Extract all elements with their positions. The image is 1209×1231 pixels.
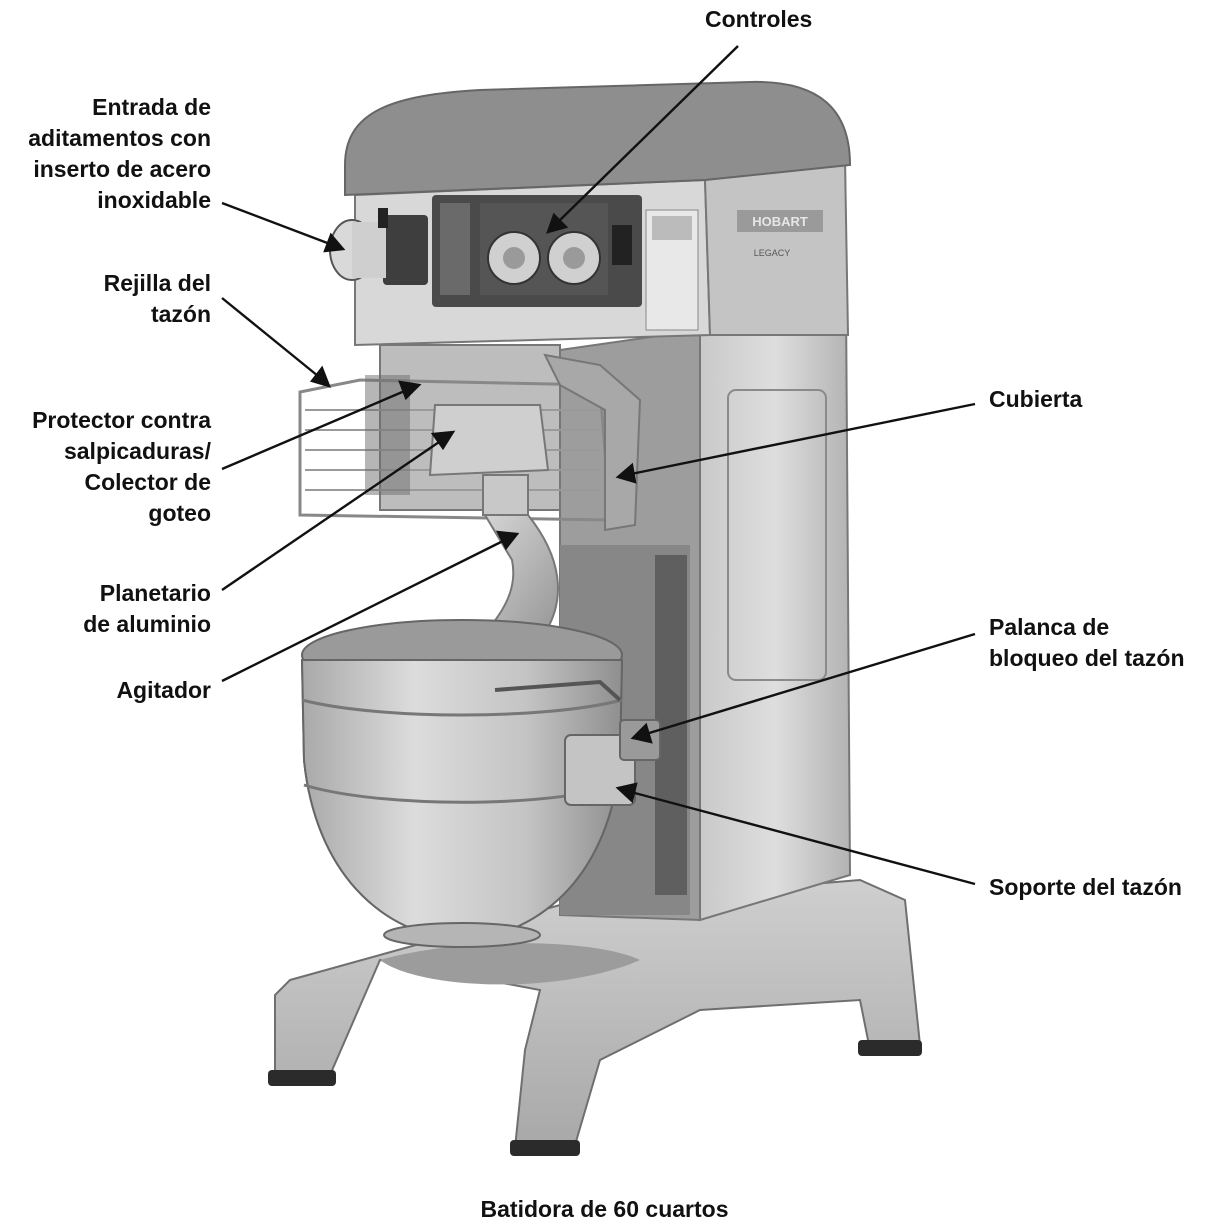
leader-agitator	[221, 530, 520, 683]
leader-bowl-guard	[221, 297, 332, 388]
label-attachment-hub: Entrada de aditamentos con inserto de ac…	[28, 94, 211, 213]
label-controls: Controles	[705, 6, 813, 32]
mixer-head: HOBART LEGACY	[329, 80, 852, 347]
leader-bowl-lock	[630, 632, 976, 744]
leader-bowl-support	[615, 782, 976, 886]
label-cover: Cubierta	[989, 386, 1083, 412]
label-splash-guard: Protector contra salpicaduras/ Colector …	[32, 407, 211, 526]
label-bowl-lock: Palanca de bloqueo del tazón	[989, 614, 1185, 671]
planetary	[428, 404, 550, 477]
brand-plate: HOBART	[752, 214, 808, 229]
label-planetary: Planetario de aluminio	[83, 580, 211, 637]
leader-planetary	[221, 430, 456, 591]
model-plate: LEGACY	[754, 248, 791, 258]
label-agitator: Agitador	[116, 677, 211, 703]
leader-splash-guard	[221, 380, 422, 471]
leader-attachment-hub	[221, 201, 346, 253]
cover	[543, 353, 642, 532]
label-bowl-guard: Rejilla del tazón	[103, 270, 211, 327]
mixer-base	[268, 878, 922, 1156]
caption: Batidora de 60 cuartos	[480, 1196, 729, 1222]
bowl	[300, 619, 624, 948]
leader-controls	[546, 45, 739, 234]
leader-cover	[615, 402, 976, 484]
label-bowl-support: Soporte del tazón	[989, 874, 1182, 900]
